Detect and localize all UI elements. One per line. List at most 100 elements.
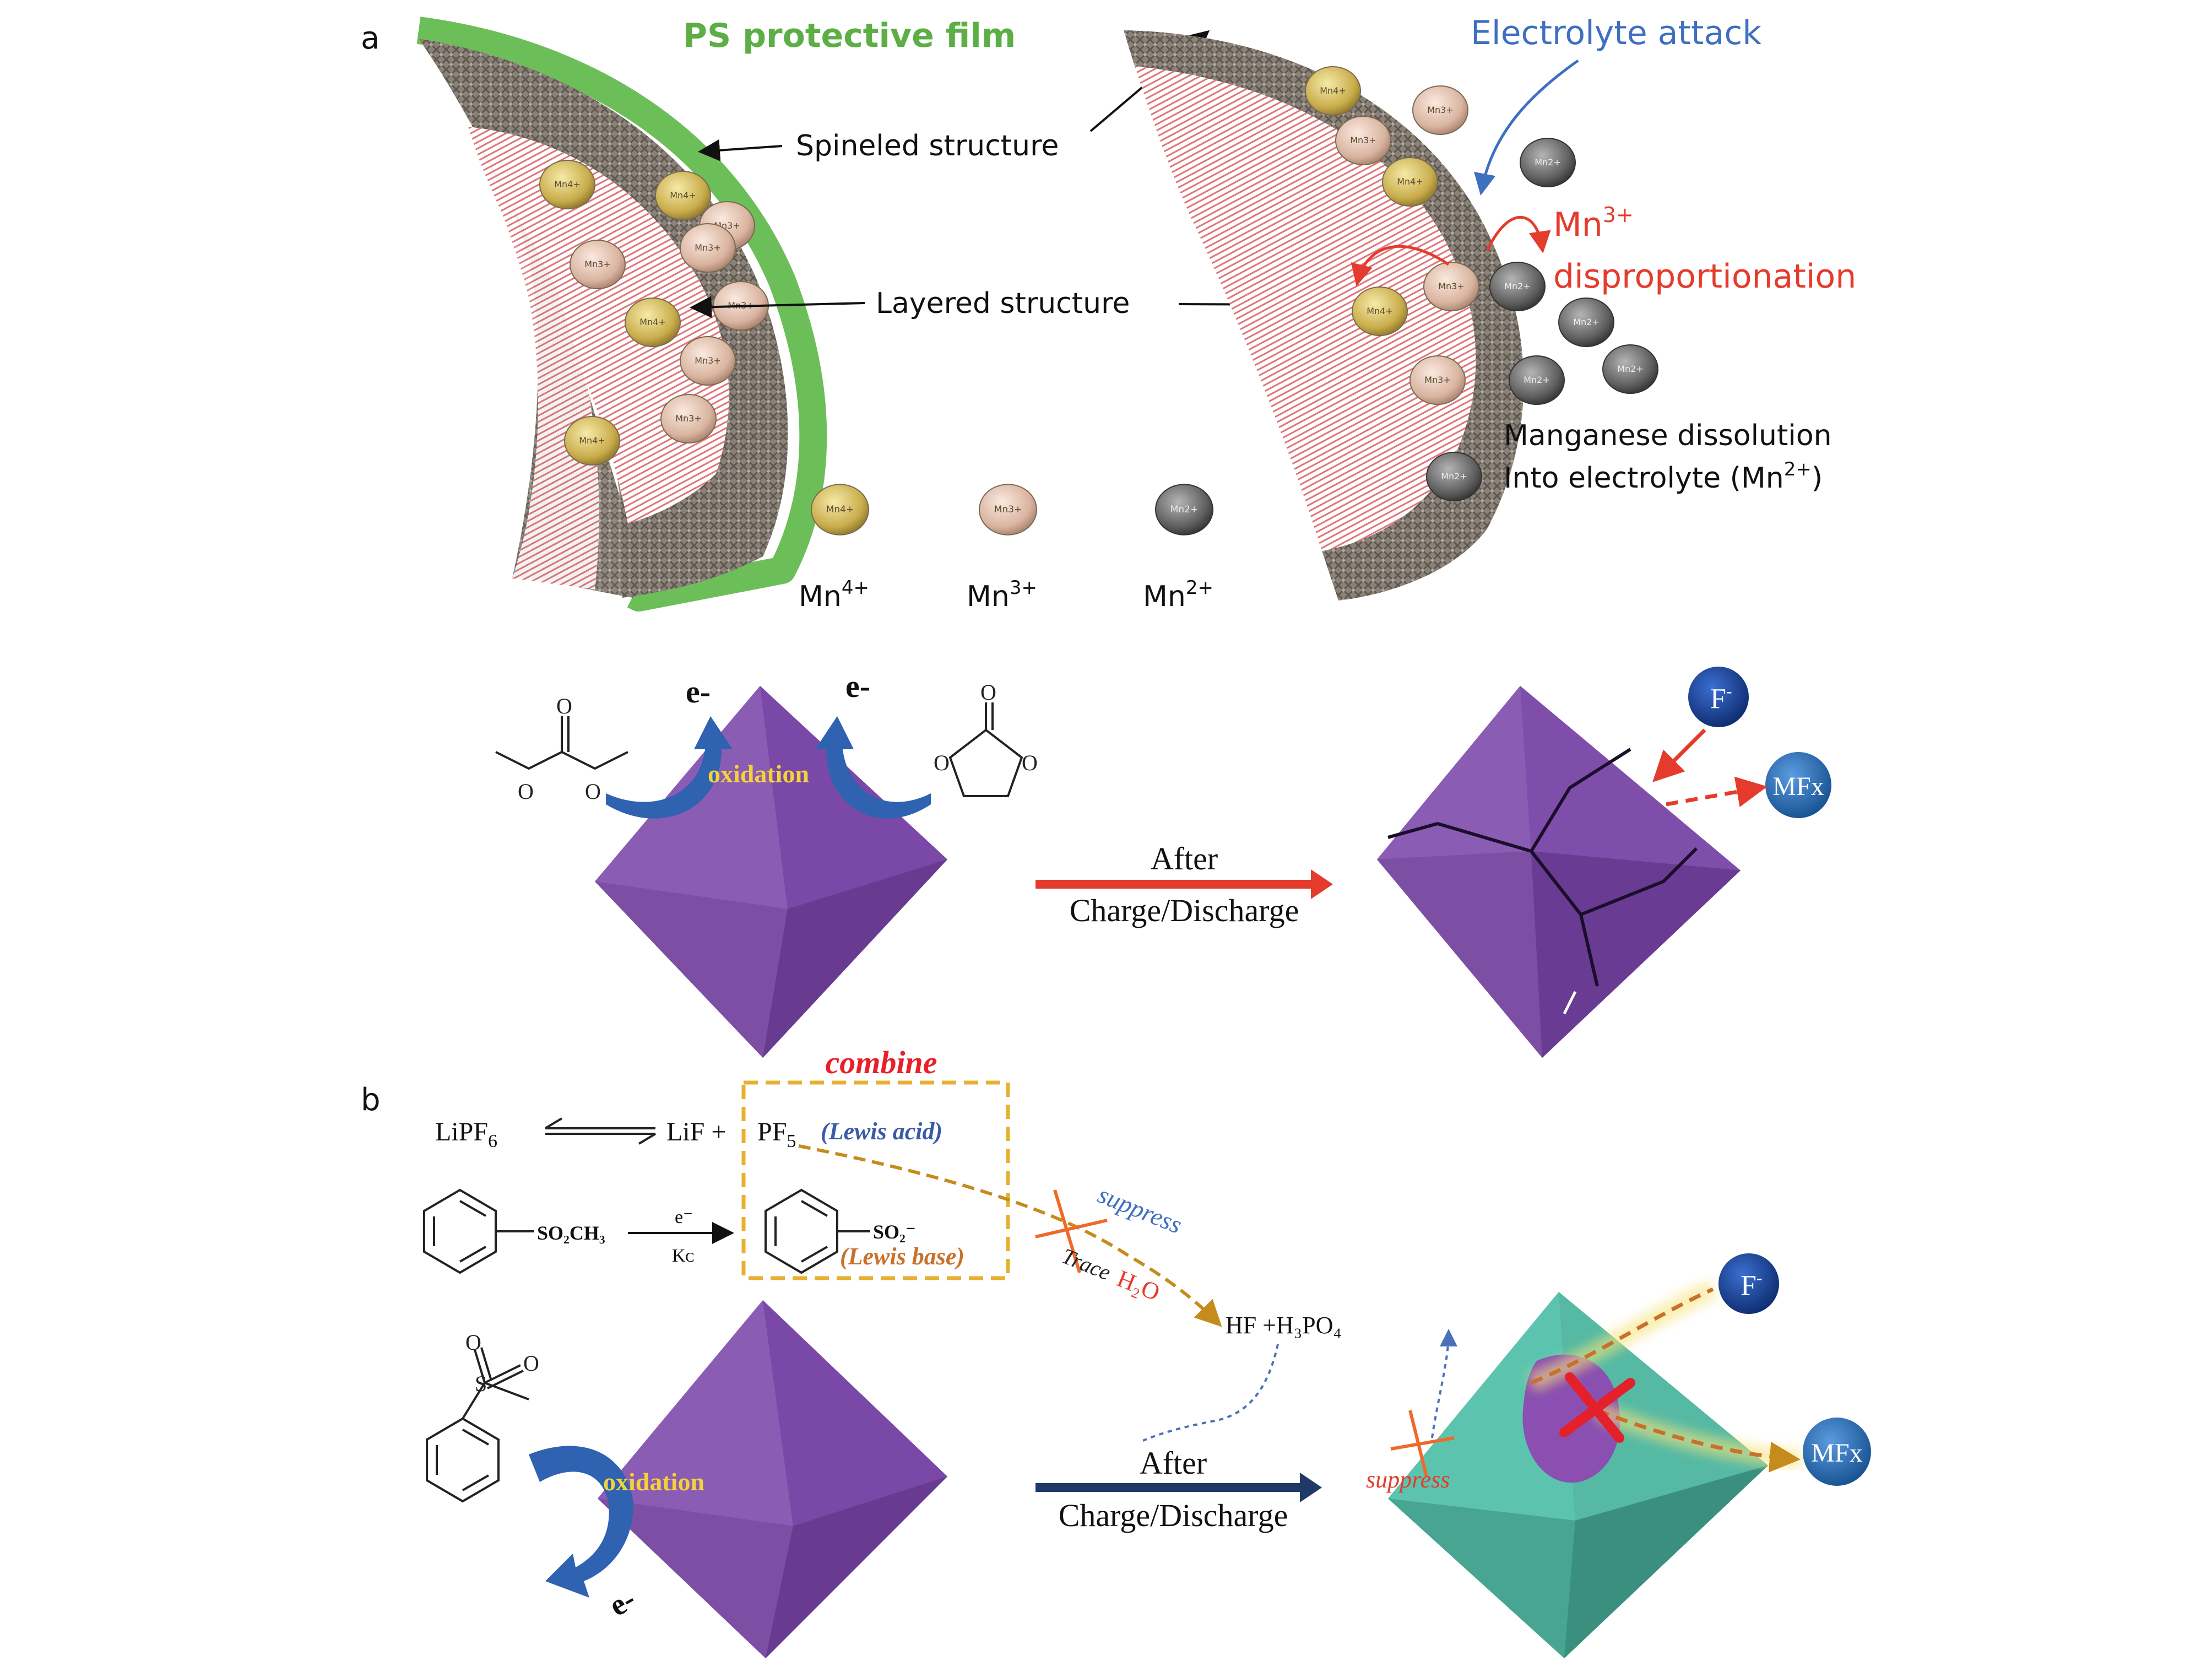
suppress-cross-top: [1035, 1189, 1108, 1273]
legend-label-mn3: Mn3+: [967, 577, 1037, 613]
mn3-ion-ball: Mn3+: [979, 484, 1037, 536]
mn2-ion-ball: Mn2+: [1520, 138, 1576, 187]
fluoride-attack-arrow-a: [1652, 728, 1706, 782]
electron-left: e-: [686, 674, 711, 710]
f-path: [1530, 1287, 1714, 1385]
disp-arrow-inner: [1351, 245, 1450, 286]
mn3-ion-text: Mn3+: [1424, 375, 1451, 385]
mn3-ion-text: Mn3+: [1438, 281, 1465, 291]
left-particle-ions: Mn4+Mn4+Mn3+Mn3+Mn3+Mn4+Mn3+Mn3+Mn3+Mn4+: [539, 160, 769, 466]
mn2-ion-ball: Mn2+: [1155, 484, 1213, 536]
mn4-ion-text: Mn4+: [670, 190, 696, 201]
mn2-ion-ball: Mn2+: [1509, 355, 1565, 405]
legend-label-mn2: Mn2+: [1143, 577, 1213, 613]
mn4-ion-ball: Mn4+: [1305, 66, 1361, 116]
electrolyte-attack-label: Electrolyte attack: [1471, 14, 1761, 52]
ec-o-right: O: [1022, 750, 1038, 775]
kc-label: Kᴄ: [672, 1246, 695, 1266]
mn4-ion-ball: Mn4+: [655, 171, 711, 220]
mn3-ion-text: Mn3+: [695, 242, 721, 253]
suppress-cross-bottom: [1390, 1410, 1455, 1477]
sulfone-additive: [426, 1347, 529, 1503]
mn3-ion-text: Mn3+: [1350, 135, 1376, 145]
ec-o-left: O: [934, 750, 950, 775]
mn3-ion-ball: Mn3+: [1409, 355, 1466, 405]
layered-arrow-left: [690, 296, 865, 318]
oxidation-arrow-left: [606, 716, 733, 819]
oxidation-arrow-right: [815, 716, 931, 819]
ion-legend: Mn4+Mn4+Mn3+Mn3+Mn2+Mn2+: [799, 484, 1213, 613]
ps-film-label: PS protective film: [683, 17, 1016, 55]
oxidation-arrow-b: [529, 1446, 633, 1598]
sulfinate-anion: [765, 1188, 870, 1274]
octahedron-pristine: [595, 686, 947, 1058]
mn4-ion-text: Mn4+: [554, 179, 581, 190]
octahedron-cracked: [1377, 686, 1741, 1058]
hf-attack-path: [1142, 1344, 1279, 1442]
dmc-o-top: O: [556, 694, 572, 718]
oxidation-label-b: oxidation: [603, 1468, 704, 1496]
mn4-ion-ball: Mn4+: [1352, 286, 1408, 336]
mn4-ion-text: Mn4+: [1367, 306, 1393, 316]
charge-discharge-label-b: Charge/Discharge: [1059, 1497, 1288, 1533]
mn4-ion-ball: Mn4+: [539, 160, 595, 209]
mn3-ion-text: Mn3+: [994, 504, 1022, 515]
layered-label: Layered structure: [876, 287, 1130, 320]
sulfone-s: S: [475, 1371, 487, 1396]
ec-molecule: [948, 702, 1023, 797]
octahedron-b-pristine: [598, 1300, 947, 1658]
mn2-ion-text: Mn2+: [1573, 317, 1600, 327]
mn3-ion-ball: Mn3+: [1423, 262, 1479, 311]
mn2-ion-ball: Mn2+: [1489, 262, 1546, 311]
pf5-hydrolysis-arrow: [798, 1144, 1222, 1327]
ps-film-shell: [416, 17, 827, 612]
charge-arrow-b-head: [1300, 1473, 1322, 1502]
mn2-ion-text: Mn2+: [1504, 281, 1531, 291]
mfx-dissolve-arrow-a: [1666, 776, 1768, 807]
mn3-ion-text: Mn3+: [695, 355, 721, 366]
panel-a-label: a: [361, 20, 379, 56]
dmc-o-left: O: [518, 779, 534, 804]
after-label-b: After: [1140, 1445, 1207, 1481]
lewis-acid-label: (Lewis acid): [821, 1118, 942, 1145]
charge-discharge-label-a: Charge/Discharge: [1070, 892, 1299, 928]
disproportionation-label: disproportionation: [1553, 257, 1856, 296]
mn2-ion-text: Mn2+: [1535, 157, 1561, 167]
mn4-ion-text: Mn4+: [639, 317, 666, 327]
mn3-ion-text: Mn3+: [584, 259, 611, 269]
mn4-ion-text: Mn4+: [1397, 176, 1423, 187]
lewis-base-label: (Lewis base): [840, 1243, 964, 1270]
electron-b: e-: [604, 1582, 642, 1623]
mn3-ion-ball: Mn3+: [660, 394, 717, 443]
mn4-ion-ball: Mn4+: [564, 416, 620, 466]
mn3-ion-ball: Mn3+: [1335, 116, 1391, 165]
mn4-ion-text: Mn4+: [826, 504, 854, 515]
mn3-label: Mn3+: [1553, 203, 1634, 244]
mfx-label-a: MFx: [1772, 772, 1824, 801]
mn4-ion-text: Mn4+: [1320, 85, 1346, 96]
mn4-ion-ball: Mn4+: [625, 298, 681, 347]
spinel-arrow-left: [698, 139, 783, 161]
blocked-cross: [1559, 1372, 1635, 1443]
lif-label: LiF +: [666, 1117, 726, 1146]
so2ch3-label: SO₂CH₃: [537, 1222, 605, 1244]
fluoride-ion-a: [1688, 667, 1749, 727]
electrolyte-attack-arrow: [1473, 59, 1579, 196]
electron-right: e-: [845, 668, 870, 704]
attacked-layered-core: [1135, 66, 1476, 551]
octahedron-coated: [1388, 1292, 1768, 1658]
mfx-label-b: MFx: [1811, 1438, 1862, 1468]
combine-box: [741, 1080, 1010, 1280]
mn4-ion-ball: Mn4+: [1382, 157, 1438, 207]
lipf6-label: LiPF6: [435, 1117, 497, 1151]
dissolution-line1: Manganese dissolution: [1504, 419, 1832, 452]
equilibrium-arrow: [544, 1117, 657, 1145]
mn2-ion-text: Mn2+: [1524, 375, 1550, 385]
trace-label: Trace: [1059, 1243, 1114, 1285]
mn3-ion-ball: Mn3+: [680, 336, 736, 386]
suppress-bottom-label: suppress: [1366, 1466, 1450, 1493]
ec-o-top: O: [980, 680, 996, 705]
methyl-phenyl-sulfone: [423, 1188, 534, 1274]
suppress-top-label: suppress: [1094, 1180, 1186, 1239]
